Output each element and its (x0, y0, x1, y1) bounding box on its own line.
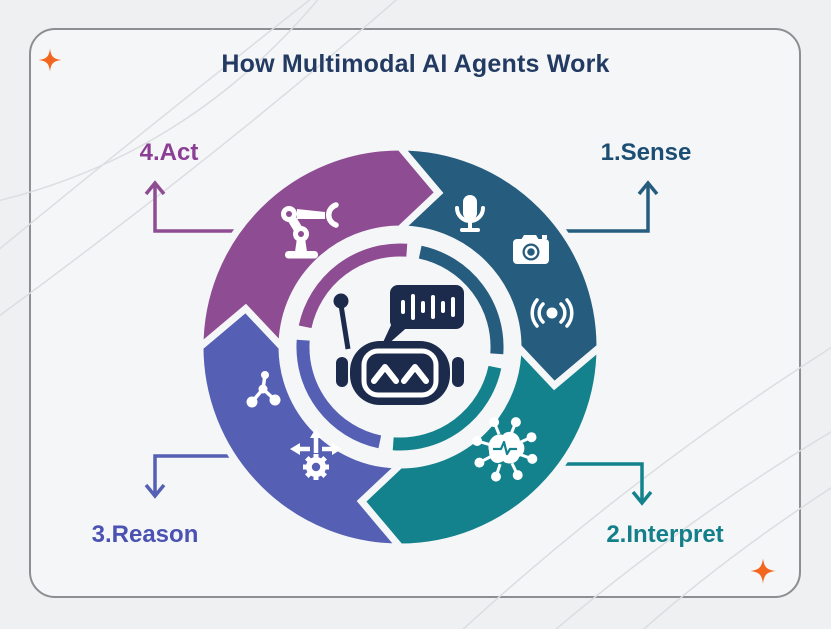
label-interpret: 2.Interpret (606, 521, 724, 548)
inner-ring-act (298, 243, 408, 329)
inner-ring-sense (418, 245, 504, 355)
chatbot-robot-icon (333, 285, 464, 405)
label-act: 4.Act (139, 139, 199, 166)
label-reason: 3.Reason (91, 521, 199, 548)
node-tree-icon (246, 371, 281, 408)
wheel-diagram (196, 143, 604, 551)
label-sense: 1.Sense (600, 139, 692, 166)
inner-ring-reason (296, 339, 382, 449)
brain-network-icon (472, 417, 538, 482)
inner-ring-interpret (392, 365, 502, 451)
decision-gear-icon (290, 428, 342, 480)
microphone-icon (455, 195, 485, 232)
segment-act (196, 143, 444, 356)
sensor-signal-icon (530, 298, 574, 328)
camera-icon (513, 235, 549, 264)
robot-arm-icon (281, 202, 339, 259)
page-title: How Multimodal AI Agents Work (221, 50, 610, 78)
